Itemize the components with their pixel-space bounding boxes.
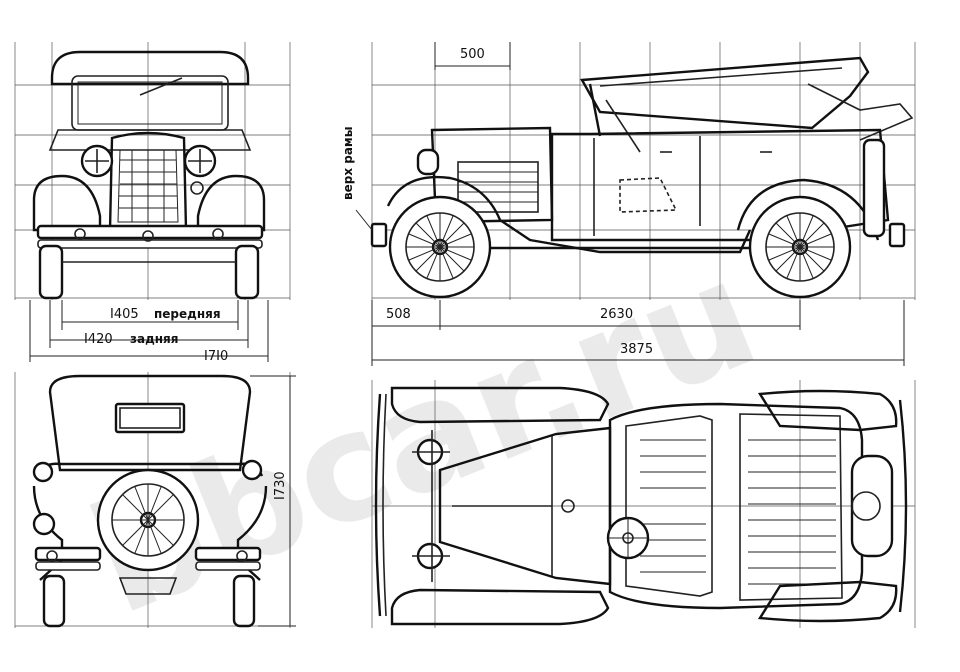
overall-width-value: I7I0 — [204, 349, 228, 364]
front-view — [32, 50, 266, 300]
front-overhang-value: 508 — [386, 307, 411, 322]
side-view — [370, 56, 914, 299]
rear-dimensions: I730 — [250, 375, 296, 627]
front-track-label: передняя — [154, 307, 221, 321]
frame-top-label: верх рамы — [341, 126, 355, 200]
top-view — [374, 386, 908, 626]
front-track-value: I405 — [110, 307, 139, 322]
overall-height-value: I730 — [273, 471, 288, 500]
front-dimensions: I405 передняя I420 задняя I7I0 — [29, 300, 269, 364]
rear-track-value: I420 — [84, 332, 113, 347]
top-offset-value: 500 — [460, 47, 485, 62]
rear-view — [32, 374, 268, 628]
rear-track-label: задняя — [130, 332, 178, 346]
wheelbase-value: 2630 — [600, 307, 633, 322]
overall-length-value: 3875 — [620, 342, 653, 357]
side-dimensions: 500 508 2630 3875 верх рамы — [341, 42, 905, 366]
